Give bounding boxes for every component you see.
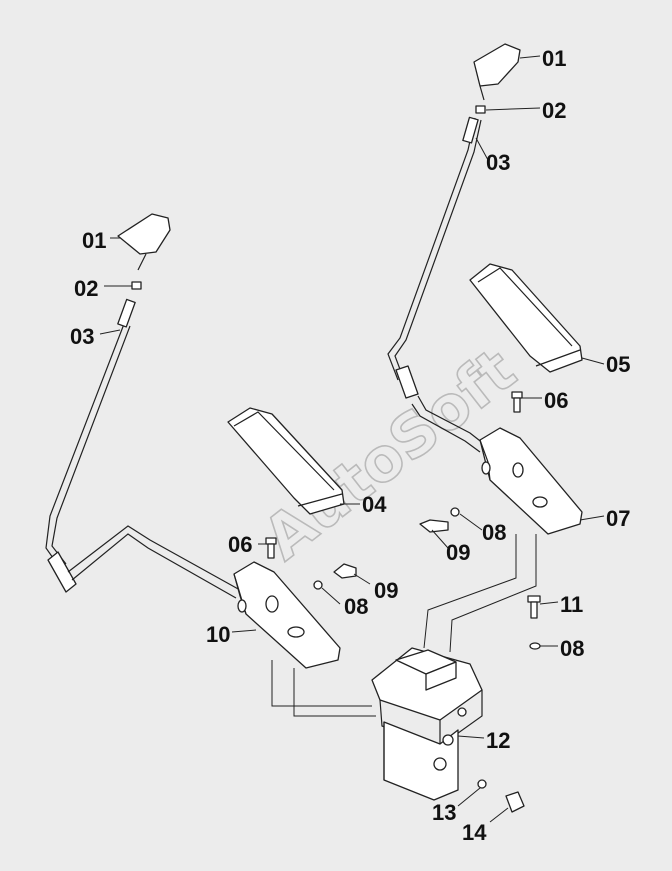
callout-14: 14 xyxy=(462,820,487,845)
bolt-06-left xyxy=(265,537,277,559)
callout-08-center: 08 xyxy=(560,636,584,661)
callout-06-left: 06 xyxy=(228,532,252,557)
callout-10: 10 xyxy=(206,622,230,647)
fitting-14 xyxy=(505,791,525,813)
callout-11: 11 xyxy=(560,592,583,617)
right-link-rod xyxy=(411,395,485,453)
callout-05: 05 xyxy=(606,352,630,377)
bolt-11 xyxy=(527,595,541,619)
pedal-bracket-07 xyxy=(479,427,583,535)
callout-09-left: 09 xyxy=(374,578,398,603)
pin-09-right xyxy=(419,519,449,533)
left-lever-knob xyxy=(117,213,171,271)
valve-connect-lines xyxy=(271,534,537,717)
right-lever-nut xyxy=(475,105,486,114)
right-lever-knob xyxy=(473,43,521,101)
callout-12: 12 xyxy=(486,728,510,753)
pedal-pad-04 xyxy=(227,407,345,515)
callout-03-left: 03 xyxy=(70,324,94,349)
callout-02-right: 02 xyxy=(542,98,566,123)
washer-08-right xyxy=(450,507,460,517)
washer-08-center xyxy=(529,642,541,650)
left-lever-rod xyxy=(45,298,136,593)
plug-13 xyxy=(477,779,487,789)
callout-04: 04 xyxy=(362,492,387,517)
callout-07: 07 xyxy=(606,506,630,531)
callout-13: 13 xyxy=(432,800,456,825)
washer-08-left xyxy=(313,580,323,590)
callout-08-left: 08 xyxy=(344,594,368,619)
callout-03-right: 03 xyxy=(486,150,510,175)
callout-02-left: 02 xyxy=(74,276,98,301)
callout-01-left: 01 xyxy=(82,228,106,253)
pilot-valve-12 xyxy=(371,647,483,801)
pedal-bracket-10 xyxy=(233,561,341,669)
callout-06-right: 06 xyxy=(544,388,568,413)
pedal-pad-05 xyxy=(469,263,583,373)
callout-01-right: 01 xyxy=(542,46,566,71)
callout-08-right: 08 xyxy=(482,520,506,545)
pin-09-left xyxy=(333,563,357,579)
leader-lines xyxy=(99,55,605,823)
right-lever-rod xyxy=(387,116,482,399)
bolt-06-right xyxy=(511,391,523,413)
callout-09-right: 09 xyxy=(446,540,470,565)
left-link-rod xyxy=(67,525,241,599)
left-lever-nut xyxy=(131,281,142,290)
